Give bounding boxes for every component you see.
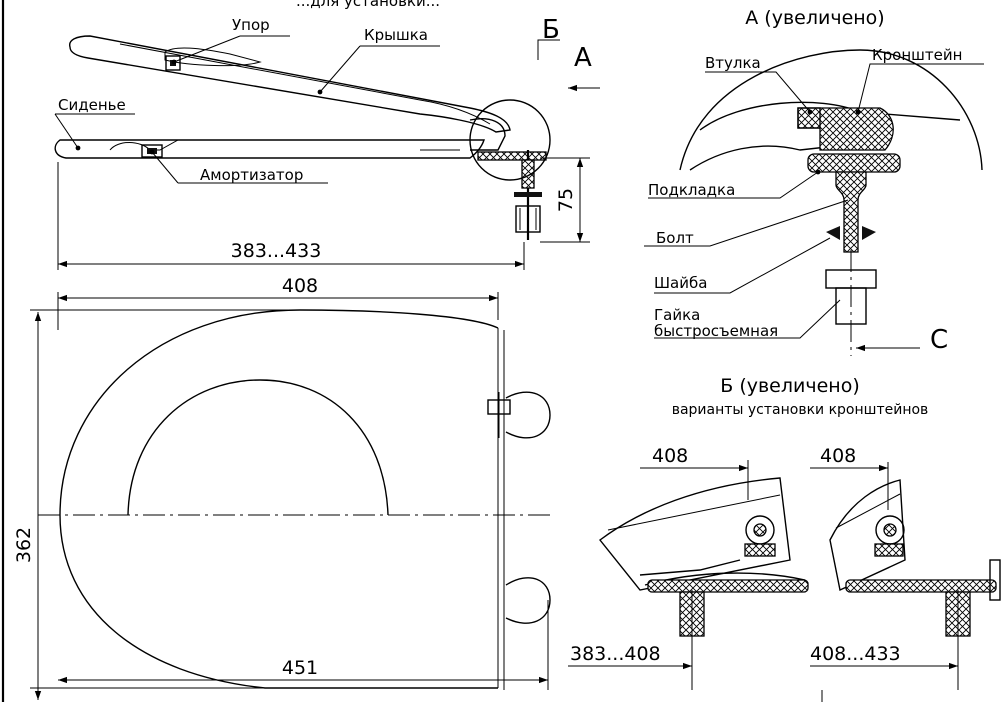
marker-a: А bbox=[574, 43, 592, 73]
plan-view bbox=[30, 292, 555, 700]
label-nut-line1: Гайка bbox=[654, 306, 700, 324]
dimension-top-width: 408 bbox=[282, 275, 318, 297]
dimension-plan-height: 362 bbox=[13, 527, 35, 563]
view-b-variant-1 bbox=[568, 460, 809, 690]
view-a-detail bbox=[644, 49, 984, 356]
label-damper: Амортизатор bbox=[200, 166, 303, 184]
dimension-b1-bottom: 383...408 bbox=[570, 643, 661, 665]
marker-b: Б bbox=[542, 15, 560, 45]
view-b-subtitle: варианты установки кронштейнов bbox=[672, 402, 929, 418]
dimension-b2-top: 408 bbox=[820, 445, 856, 467]
view-a-title: А (увеличено) bbox=[745, 7, 884, 29]
label-bolt: Болт bbox=[656, 229, 694, 247]
label-bushing: Втулка bbox=[705, 54, 761, 72]
dimension-side-length: 383...433 bbox=[231, 240, 322, 262]
dimension-plan-length: 451 bbox=[282, 657, 318, 679]
dimension-bolt-height: 75 bbox=[555, 188, 577, 212]
marker-c: С bbox=[930, 325, 948, 355]
label-stop: Упор bbox=[232, 16, 270, 34]
dimension-b2-bottom: 408...433 bbox=[810, 643, 901, 665]
label-washer: Шайба bbox=[654, 274, 707, 292]
top-caption: ...для установки... bbox=[296, 0, 440, 10]
view-b-title: Б (увеличено) bbox=[720, 375, 860, 397]
side-view bbox=[54, 35, 600, 270]
label-lid: Крышка bbox=[364, 26, 428, 44]
label-pad: Подкладка bbox=[648, 181, 735, 199]
dimension-b1-top: 408 bbox=[652, 445, 688, 467]
label-seat: Сиденье bbox=[58, 96, 126, 114]
label-bracket: Кронштейн bbox=[872, 46, 962, 64]
label-nut-line2: быстросъемная bbox=[654, 322, 778, 340]
view-b-variant-2 bbox=[810, 462, 1001, 702]
